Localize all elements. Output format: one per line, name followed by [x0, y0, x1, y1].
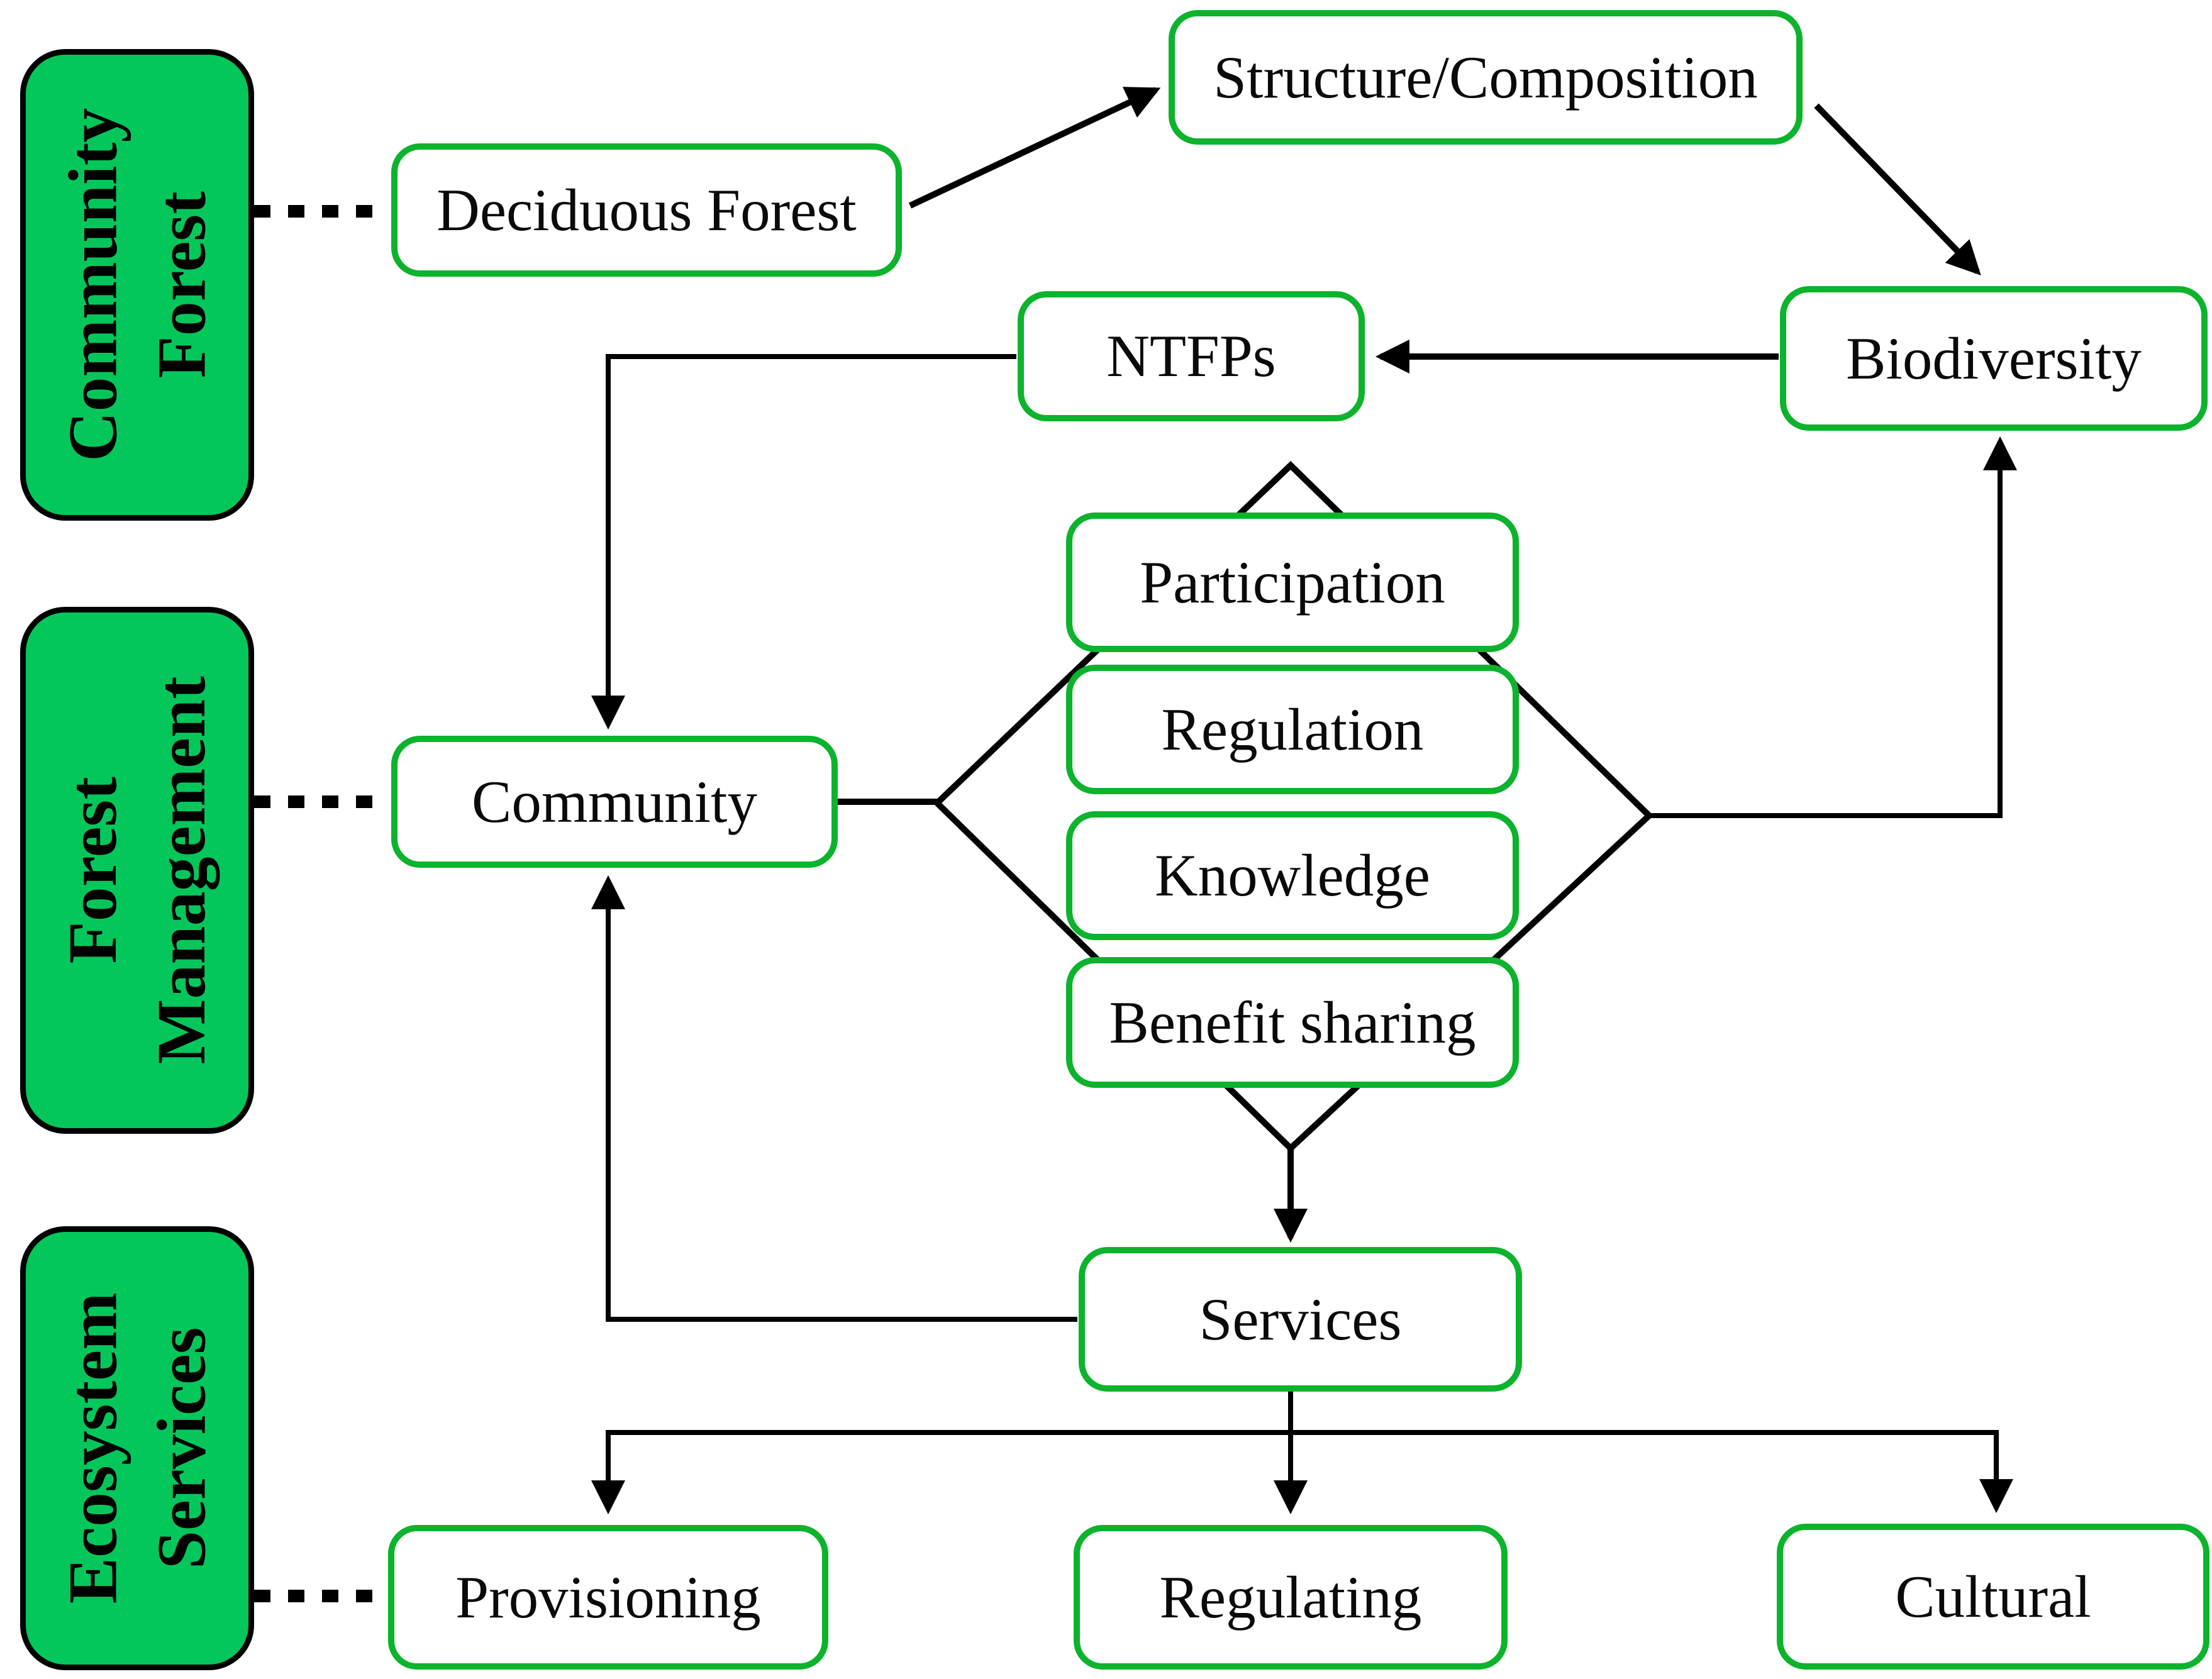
sidebar-forest-management-label: Forest Management: [54, 676, 220, 1065]
sidebar-community-forest: Community Forest: [20, 49, 254, 521]
node-benefit-sharing-label: Benefit sharing: [1109, 989, 1476, 1056]
node-biodiversity-label: Biodiversity: [1846, 324, 2142, 392]
arrow-ntfps-to-community: [591, 354, 1016, 730]
node-knowledge-label: Knowledge: [1155, 842, 1430, 909]
node-structure-composition: Structure/Composition: [1169, 10, 1803, 145]
node-participation-label: Participation: [1140, 548, 1445, 616]
node-provisioning: Provisioning: [388, 1525, 828, 1670]
arrow-services-to-community: [591, 875, 1077, 1322]
node-provisioning-label: Provisioning: [455, 1563, 761, 1631]
sidebar-ecosystem-services-label: Ecosystem Services: [54, 1292, 220, 1604]
node-deciduous-forest: Deciduous Forest: [391, 143, 902, 277]
node-services: Services: [1079, 1247, 1522, 1392]
node-participation: Participation: [1066, 513, 1519, 652]
arrow-deciduous-to-structure: [908, 87, 1161, 209]
node-structure-composition-label: Structure/Composition: [1213, 43, 1758, 111]
node-services-label: Services: [1199, 1285, 1402, 1353]
node-ntfps-label: NTFPs: [1106, 323, 1276, 389]
node-cultural-label: Cultural: [1895, 1563, 2091, 1630]
arrow-structure-to-biodiversity: [1814, 103, 1981, 275]
node-deciduous-forest-label: Deciduous Forest: [436, 176, 857, 243]
node-cultural: Cultural: [1777, 1524, 2209, 1670]
sidebar-community-forest-label: Community Forest: [54, 108, 220, 462]
diamond-edge-upper: [935, 461, 1652, 818]
node-biodiversity: Biodiversity: [1780, 286, 2208, 431]
node-regulation: Regulation: [1066, 665, 1519, 794]
node-community-label: Community: [472, 768, 757, 835]
sidebar-ecosystem-services: Ecosystem Services: [20, 1226, 254, 1670]
sidebar-forest-management: Forest Management: [20, 607, 254, 1134]
node-regulating-label: Regulating: [1159, 1563, 1422, 1631]
node-regulation-label: Regulation: [1161, 695, 1424, 763]
node-ntfps: NTFPs: [1018, 291, 1365, 421]
node-community: Community: [391, 736, 838, 868]
node-benefit-sharing: Benefit sharing: [1066, 957, 1519, 1088]
arrow-diamond-to-biodiversity: [1649, 436, 2017, 818]
node-regulating: Regulating: [1074, 1525, 1508, 1670]
node-knowledge: Knowledge: [1066, 811, 1519, 940]
